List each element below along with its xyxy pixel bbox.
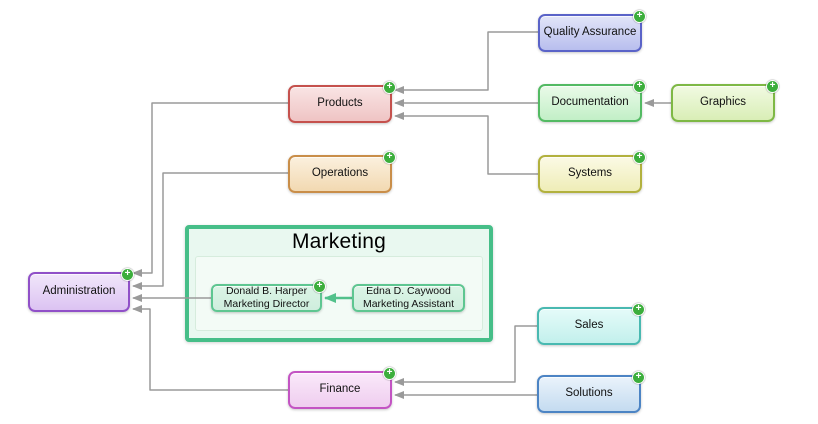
node-label: Documentation <box>551 96 629 109</box>
group-marketing[interactable]: Marketing Donald B. Harper Marketing Dir… <box>185 225 493 342</box>
node-label: Donald B. Harper <box>225 285 308 298</box>
add-plus-icon[interactable]: + <box>632 371 645 384</box>
node-label: Finance <box>319 383 361 396</box>
connector-quality-assurance-to-products[interactable] <box>394 31 538 94</box>
node-label: Sales <box>574 319 604 332</box>
node-products[interactable]: Products + <box>288 81 396 123</box>
add-plus-icon[interactable]: + <box>632 303 645 316</box>
add-plus-icon[interactable]: + <box>383 151 396 164</box>
node-systems[interactable]: Systems + <box>538 151 646 193</box>
node-label: Quality Assurance <box>543 26 637 39</box>
node-label: Solutions <box>565 387 613 400</box>
node-marketing-director[interactable]: Donald B. Harper Marketing Director + <box>211 280 326 312</box>
node-label: Graphics <box>699 96 747 109</box>
add-plus-icon[interactable]: + <box>383 367 396 380</box>
add-plus-icon[interactable]: + <box>383 81 396 94</box>
node-graphics[interactable]: Graphics + <box>671 80 779 122</box>
add-plus-icon[interactable]: + <box>633 151 646 164</box>
add-plus-icon[interactable]: + <box>633 80 646 93</box>
node-label: Systems <box>567 167 613 180</box>
connector-systems-to-products[interactable] <box>394 112 538 175</box>
node-label: Administration <box>42 285 116 298</box>
node-sales[interactable]: Sales + <box>537 303 645 345</box>
add-plus-icon[interactable]: + <box>633 10 646 23</box>
group-marketing-title: Marketing <box>291 230 386 253</box>
node-label: Operations <box>311 167 369 180</box>
node-sublabel: Marketing Assistant <box>362 298 455 310</box>
node-documentation[interactable]: Documentation + <box>538 80 646 122</box>
node-marketing-assistant[interactable]: Edna D. Caywood Marketing Assistant <box>352 284 465 312</box>
add-plus-icon[interactable]: + <box>766 80 779 93</box>
node-quality-assurance[interactable]: Quality Assurance + <box>538 10 646 52</box>
add-plus-icon[interactable]: + <box>313 280 326 293</box>
add-plus-icon[interactable]: + <box>121 268 134 281</box>
node-operations[interactable]: Operations + <box>288 151 396 193</box>
node-label: Products <box>317 97 363 110</box>
node-administration[interactable]: Administration + <box>28 268 134 312</box>
node-sublabel: Marketing Director <box>223 298 310 310</box>
node-label: Edna D. Caywood <box>366 285 451 298</box>
node-finance[interactable]: Finance + <box>288 367 396 409</box>
node-solutions[interactable]: Solutions + <box>537 371 645 413</box>
